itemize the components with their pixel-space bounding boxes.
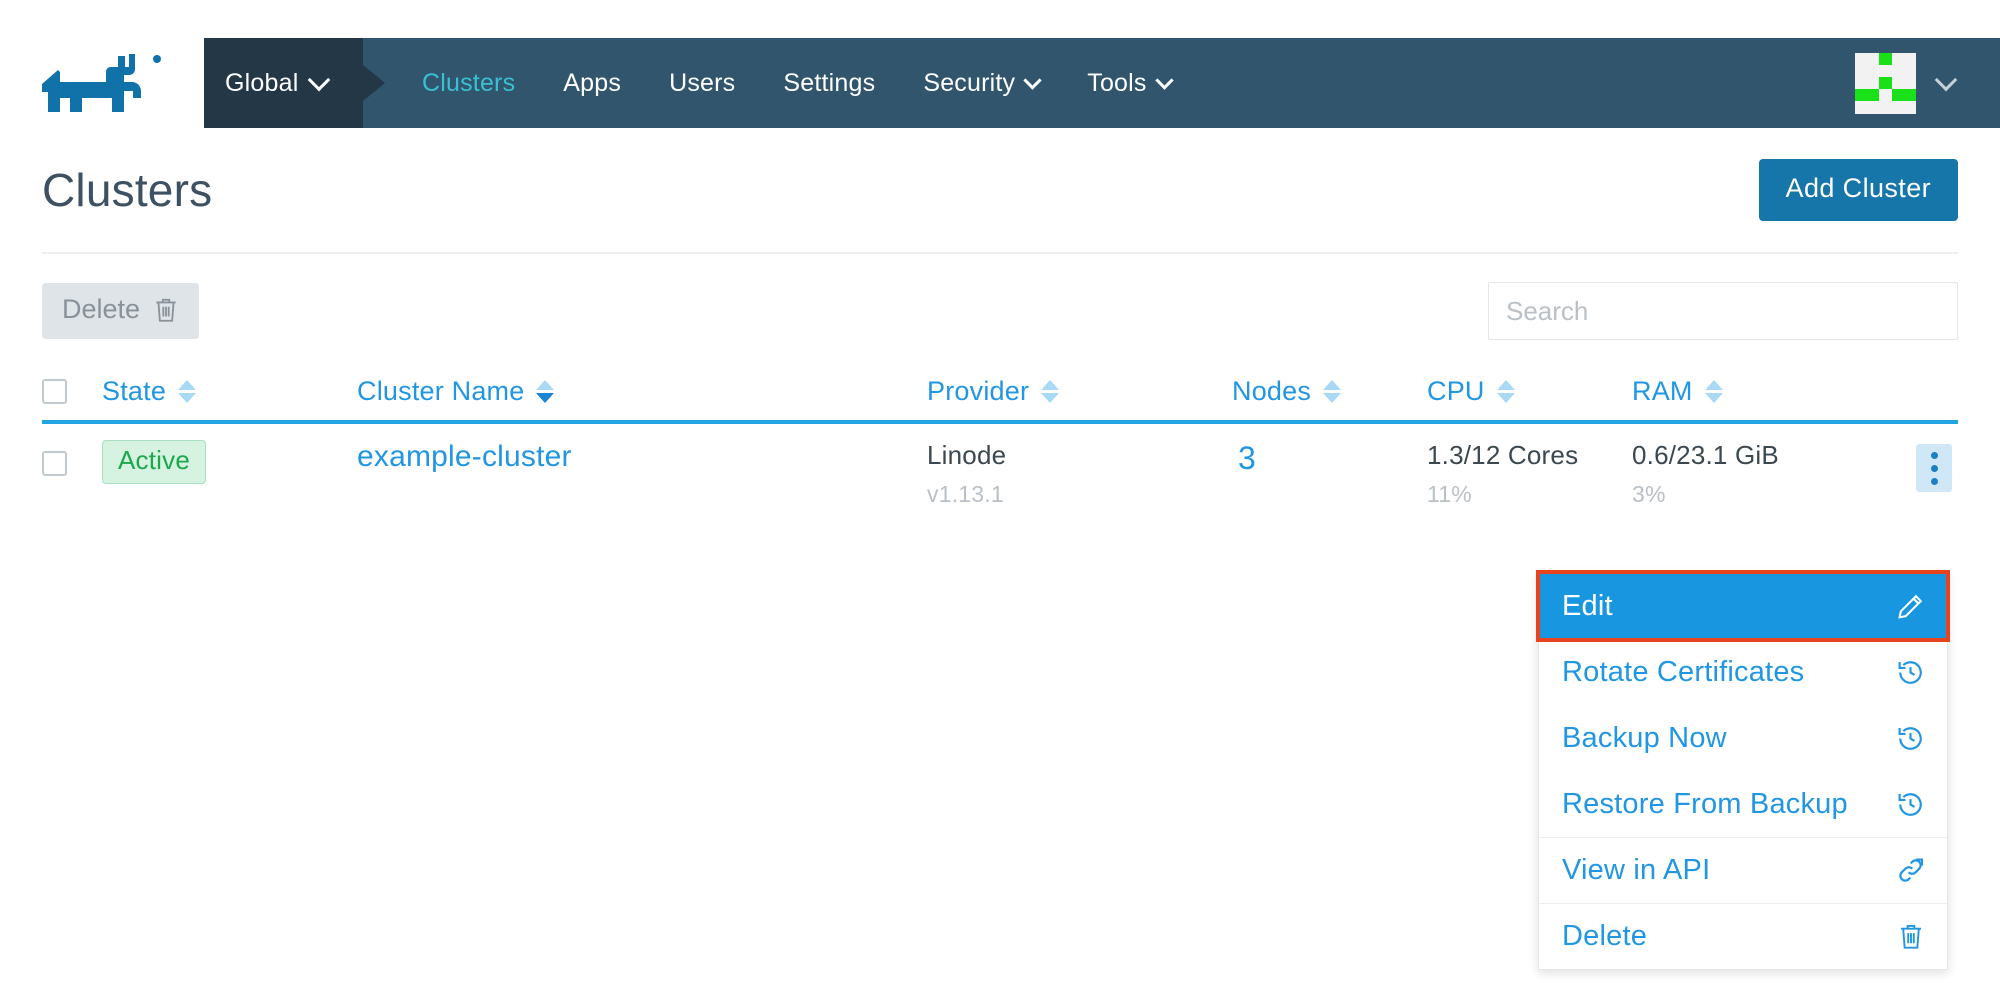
sort-icon: [1041, 379, 1060, 403]
column-header-cluster-name[interactable]: Cluster Name: [357, 376, 927, 407]
header-divider: [42, 252, 1958, 254]
column-header-cpu[interactable]: CPU: [1427, 376, 1632, 407]
nav-item-security[interactable]: Security: [899, 69, 1063, 98]
table-toolbar: Delete: [0, 254, 2000, 340]
avatar: [1855, 52, 1916, 114]
cell-nodes: 3: [1232, 440, 1427, 477]
table-header-row: State Cluster Name Provider Nodes CPU RA…: [42, 362, 1958, 424]
user-menu[interactable]: [1855, 38, 2000, 128]
sort-icon: [1496, 379, 1515, 403]
history-icon: [1896, 658, 1925, 687]
search-input[interactable]: [1488, 282, 1958, 340]
menu-item-restore-from-backup[interactable]: Restore From Backup: [1539, 771, 1947, 837]
menu-item-rotate-certificates[interactable]: Rotate Certificates: [1539, 639, 1947, 705]
column-header-cluster-name-label: Cluster Name: [357, 375, 525, 406]
menu-item-backup-now[interactable]: Backup Now: [1539, 705, 1947, 771]
sort-icon-active: [536, 379, 555, 403]
row-select-cell: [42, 440, 102, 476]
cpu-value: 1.3/12 Cores: [1427, 440, 1579, 470]
add-cluster-button[interactable]: Add Cluster: [1758, 159, 1958, 221]
cpu-percent: 11%: [1427, 481, 1472, 507]
delete-button[interactable]: Delete: [42, 283, 200, 339]
column-header-provider[interactable]: Provider: [927, 376, 1232, 407]
cell-provider: Linode v1.13.1: [927, 440, 1232, 508]
page-body: Clusters Add Cluster Delete State: [0, 128, 2000, 508]
nav-item-clusters[interactable]: Clusters: [398, 69, 539, 98]
link-external-icon: [1896, 856, 1925, 885]
cell-cpu: 1.3/12 Cores 11%: [1427, 440, 1632, 508]
pencil-icon: [1896, 592, 1925, 621]
cell-ram: 0.6/23.1 GiB 3%: [1632, 440, 1892, 508]
nodes-count-link[interactable]: 3: [1238, 440, 1256, 476]
rancher-logo[interactable]: [0, 38, 204, 128]
cell-state: Active: [102, 440, 357, 484]
row-actions-dropdown: Edit Rotate Certificates Backup Now Rest…: [1536, 570, 1950, 970]
cluster-name-link[interactable]: example-cluster: [357, 440, 572, 473]
chevron-down-icon: [1934, 68, 1958, 91]
ram-percent: 3%: [1632, 481, 1666, 507]
row-checkbox[interactable]: [42, 451, 67, 476]
page-title: Clusters: [42, 164, 213, 216]
status-badge: Active: [102, 440, 207, 484]
nav-item-security-label: Security: [923, 68, 1016, 97]
menu-item-edit-label: Edit: [1562, 589, 1613, 622]
global-context-selector[interactable]: Global: [204, 38, 385, 128]
sort-icon: [178, 379, 197, 403]
column-header-nodes-label: Nodes: [1232, 375, 1312, 406]
menu-item-delete[interactable]: Delete: [1539, 903, 1947, 969]
column-header-nodes[interactable]: Nodes: [1232, 376, 1427, 407]
history-icon: [1896, 790, 1925, 819]
nav-item-settings-label: Settings: [783, 68, 876, 97]
nav-item-apps[interactable]: Apps: [539, 69, 645, 98]
global-context-label: Global: [225, 68, 299, 97]
row-actions-menu-button[interactable]: [1916, 444, 1952, 492]
menu-item-rotate-certificates-label: Rotate Certificates: [1562, 655, 1805, 688]
nav-item-tools-label: Tools: [1087, 68, 1147, 97]
column-header-state[interactable]: State: [102, 376, 357, 407]
select-all-cell: [42, 378, 102, 404]
menu-item-backup-now-label: Backup Now: [1562, 721, 1727, 754]
rancher-logo-icon: [42, 54, 161, 112]
column-header-ram[interactable]: RAM: [1632, 376, 1892, 407]
delete-button-label: Delete: [62, 294, 141, 324]
provider-name: Linode: [927, 440, 1007, 470]
menu-item-restore-from-backup-label: Restore From Backup: [1562, 787, 1848, 820]
column-header-state-label: State: [102, 375, 167, 406]
chevron-down-icon: [1023, 70, 1042, 90]
trash-icon: [153, 296, 179, 324]
menu-item-view-in-api[interactable]: View in API: [1539, 837, 1947, 903]
nav-links: Clusters Apps Users Settings Security To…: [363, 38, 1195, 128]
nav-item-tools[interactable]: Tools: [1063, 69, 1194, 98]
chevron-down-icon: [308, 68, 331, 91]
menu-item-edit[interactable]: Edit: [1536, 570, 1950, 642]
chevron-down-icon: [1154, 70, 1174, 90]
provider-version: v1.13.1: [927, 481, 1004, 507]
select-all-checkbox[interactable]: [42, 378, 67, 404]
nav-item-apps-label: Apps: [563, 68, 622, 97]
sort-icon: [1704, 379, 1723, 403]
menu-item-view-in-api-label: View in API: [1562, 854, 1711, 886]
page-header: Clusters Add Cluster: [0, 128, 2000, 252]
nav-item-settings[interactable]: Settings: [759, 69, 899, 98]
cell-actions: [1892, 440, 1958, 492]
top-navigation-bar: Global Clusters Apps Users Settings Secu…: [0, 38, 2000, 128]
context-arrow-tip: [363, 65, 385, 101]
nav-item-clusters-label: Clusters: [422, 68, 516, 97]
sort-icon: [1323, 379, 1342, 403]
column-header-cpu-label: CPU: [1427, 375, 1485, 406]
menu-item-delete-label: Delete: [1562, 920, 1648, 952]
cell-cluster-name: example-cluster: [357, 440, 927, 474]
nav-item-users[interactable]: Users: [645, 69, 759, 98]
nav-item-users-label: Users: [669, 68, 736, 97]
history-icon: [1896, 724, 1925, 753]
table-row: Active example-cluster Linode v1.13.1 3 …: [42, 424, 1958, 508]
trash-icon: [1897, 922, 1925, 951]
column-header-provider-label: Provider: [927, 375, 1030, 406]
main-navigation: Global Clusters Apps Users Settings Secu…: [204, 38, 2000, 128]
ram-value: 0.6/23.1 GiB: [1632, 440, 1779, 470]
column-header-ram-label: RAM: [1632, 375, 1693, 406]
clusters-table: State Cluster Name Provider Nodes CPU RA…: [42, 362, 1958, 508]
